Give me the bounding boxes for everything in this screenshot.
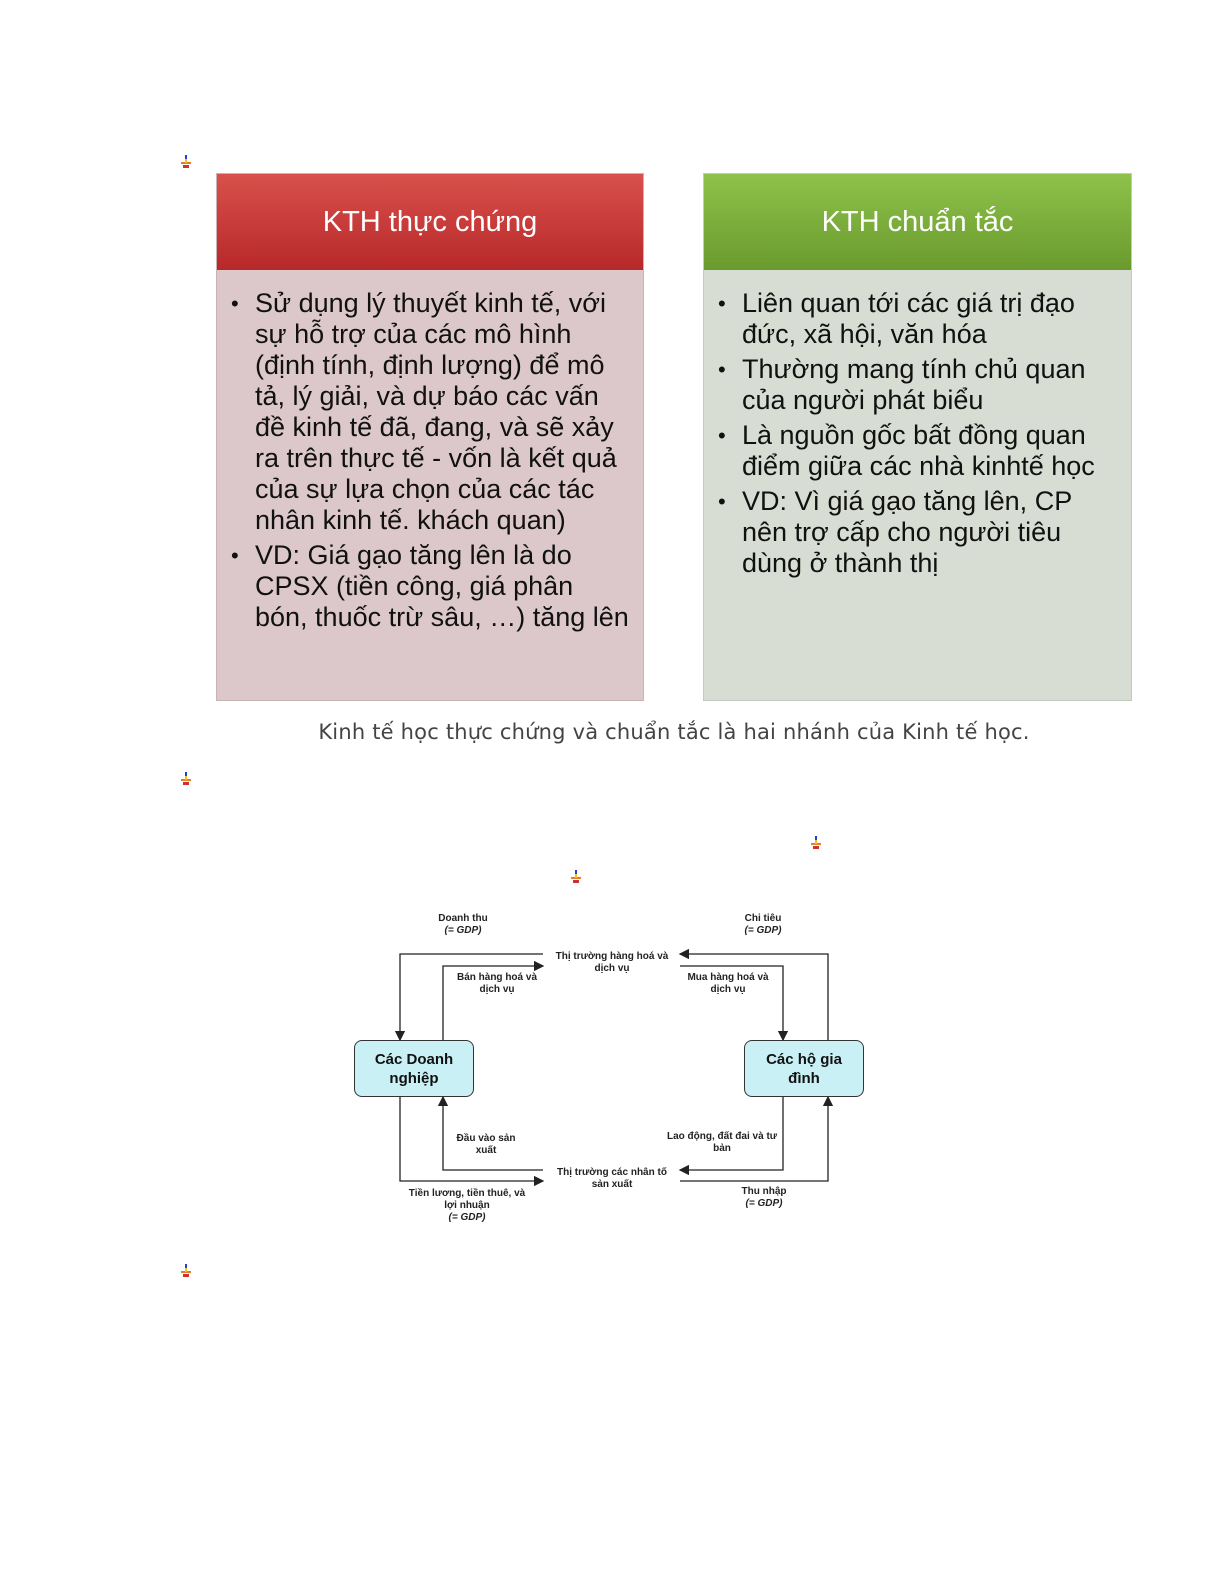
list-item: Là nguồn gốc bất đồng quan điểm giữa các… — [718, 420, 1117, 482]
panel-title: KTH chuẩn tắc — [704, 174, 1131, 270]
buy-goods-label: Mua hàng hoá và dịch vụ — [687, 972, 769, 995]
circular-flow-diagram: Các Doanh nghiệp Các hộ gia đình Thị trư… — [340, 905, 880, 1245]
inputs-label: Đầu vào sản xuất — [456, 1133, 516, 1156]
wages-label: Tiền lương, tiền thuê, và lợi nhuận (= G… — [406, 1188, 528, 1224]
factor-market-label: Thị trường các nhân tố sản xuất — [557, 1167, 667, 1190]
panel-list: Sử dụng lý thuyết kinh tế, với sự hỗ trợ… — [217, 270, 643, 633]
revenue-gdp: (= GDP) — [444, 925, 482, 936]
revenue-label: Doanh thu (= GDP) — [418, 913, 508, 937]
bullet-marker-icon — [180, 772, 192, 786]
normative-economics-panel: KTH chuẩn tắc Liên quan tới các giá trị … — [703, 173, 1132, 701]
income-gdp: (= GDP) — [745, 1198, 783, 1209]
spending-label: Chi tiêu (= GDP) — [718, 913, 808, 937]
panel-title: KTH thực chứng — [217, 174, 643, 270]
income-label: Thu nhập (= GDP) — [714, 1186, 814, 1210]
households-box: Các hộ gia đình — [744, 1040, 864, 1097]
income-text: Thu nhập — [741, 1186, 787, 1197]
bullet-marker-icon — [180, 155, 192, 169]
list-item: VD: Vì giá gạo tăng lên, CP nên trợ cấp … — [718, 486, 1117, 579]
list-item: Liên quan tới các giá trị đạo đức, xã hộ… — [718, 288, 1117, 350]
positive-economics-panel: KTH thực chứng Sử dụng lý thuyết kinh tế… — [216, 173, 644, 701]
goods-market-label: Thị trường hàng hoá và dịch vụ — [555, 951, 669, 974]
households-label: Các hộ gia đình — [766, 1050, 842, 1087]
firms-box: Các Doanh nghiệp — [354, 1040, 474, 1097]
revenue-text: Doanh thu — [438, 913, 488, 924]
list-item: Sử dụng lý thuyết kinh tế, với sự hỗ trợ… — [231, 288, 629, 536]
flow-arrows — [394, 948, 834, 1187]
panel-list: Liên quan tới các giá trị đạo đức, xã hộ… — [704, 270, 1131, 579]
list-item: Thường mang tính chủ quan của người phát… — [718, 354, 1117, 416]
bullet-marker-icon — [570, 870, 582, 884]
wages-gdp: (= GDP) — [448, 1212, 486, 1223]
spending-text: Chi tiêu — [744, 913, 782, 924]
firms-label: Các Doanh nghiệp — [374, 1050, 454, 1087]
list-item: VD: Giá gạo tăng lên là do CPSX (tiền cô… — [231, 540, 629, 633]
spending-gdp: (= GDP) — [744, 925, 782, 936]
bullet-marker-icon — [180, 1264, 192, 1278]
factors-label: Lao động, đất đai và tư bản — [666, 1131, 778, 1154]
figure-caption: Kinh tế học thực chứng và chuẩn tắc là h… — [318, 720, 1030, 744]
wages-text: Tiền lương, tiền thuê, và lợi nhuận — [408, 1188, 526, 1211]
bullet-marker-icon — [810, 836, 822, 850]
sell-goods-label: Bán hàng hoá và dịch vụ — [456, 972, 537, 995]
